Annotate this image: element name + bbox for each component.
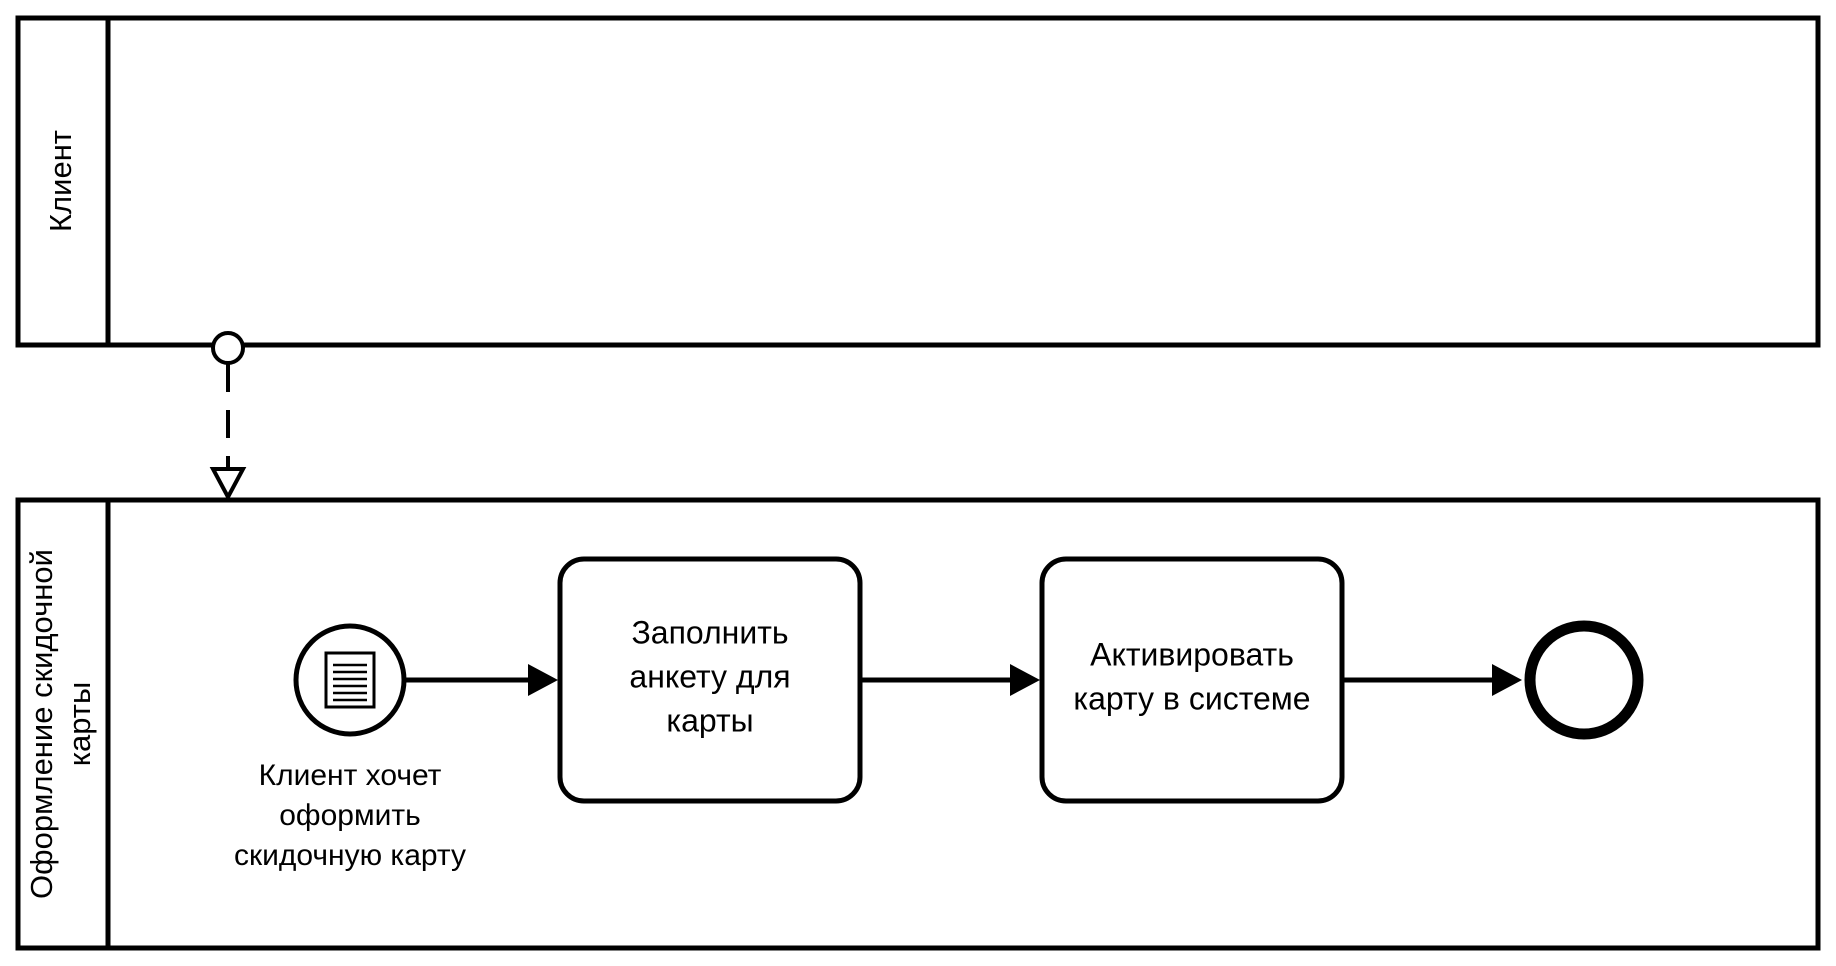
end-event[interactable] — [1524, 620, 1644, 740]
pool-card-label-line-1: Оформление скидочной — [24, 549, 59, 899]
sequence-flow-arrow-icon — [1010, 664, 1040, 696]
message-document-icon — [324, 651, 376, 709]
start-event-label-line-1: Клиент хочет — [259, 759, 442, 792]
task-activate-card[interactable]: Активировать карту в системе — [1039, 556, 1345, 804]
end-event-circle-icon — [1524, 620, 1644, 740]
task-activate-card-box — [1039, 556, 1345, 804]
task-activate-card-label-line-1: Активировать — [1090, 636, 1294, 672]
task-fill-form-label-line-1: Заполнить — [631, 614, 788, 650]
pool-card-label: Оформление скидочной карты — [24, 549, 97, 899]
sequence-flow-task2-to-end[interactable] — [1342, 664, 1522, 696]
start-event-label-line-2: оформить — [279, 799, 421, 832]
sequence-flow-start-to-task1[interactable] — [403, 664, 558, 696]
sequence-flow-arrow-icon — [1492, 664, 1522, 696]
task-fill-form[interactable]: Заполнить анкету для карты — [557, 556, 863, 804]
pool-card-label-line-2: карты — [62, 682, 97, 767]
start-event-label-line-3: скидочную карту — [234, 839, 466, 872]
message-flow[interactable] — [209, 331, 247, 502]
task-activate-card-label-line-2: карту в системе — [1073, 680, 1310, 716]
message-flow-source-circle-icon — [211, 331, 245, 365]
pool-client[interactable]: Клиент — [15, 15, 1821, 348]
pool-client-label: Клиент — [43, 130, 78, 232]
task-fill-form-box — [557, 556, 863, 804]
message-flow-arrow-icon — [209, 467, 247, 502]
sequence-flows — [403, 664, 1522, 696]
sequence-flow-task1-to-task2[interactable] — [862, 664, 1040, 696]
task-fill-form-label-line-3: карты — [666, 702, 753, 738]
start-event[interactable]: Клиент хочет оформить скидочную карту — [234, 623, 466, 872]
task-fill-form-label-line-2: анкету для — [629, 658, 790, 694]
pool-client-border — [15, 15, 1821, 348]
sequence-flow-arrow-icon — [528, 664, 558, 696]
